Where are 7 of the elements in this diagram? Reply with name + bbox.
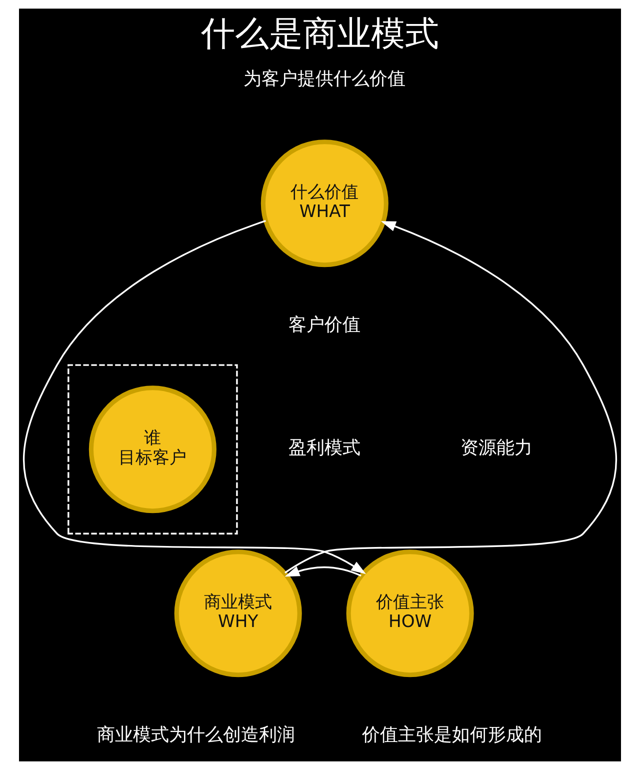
node-label: 价值主张是如何形成的 [362,724,542,746]
node-label: 商业模式为什么创造利润 [96,724,295,746]
node-label: 为客户提供什么价值 [244,68,406,90]
label: 客户价值 [288,314,361,336]
diagram-title: 什么是商业模式 [201,14,440,54]
label: 盈利模式 [288,438,361,459]
label: 资源能力 [460,438,533,459]
